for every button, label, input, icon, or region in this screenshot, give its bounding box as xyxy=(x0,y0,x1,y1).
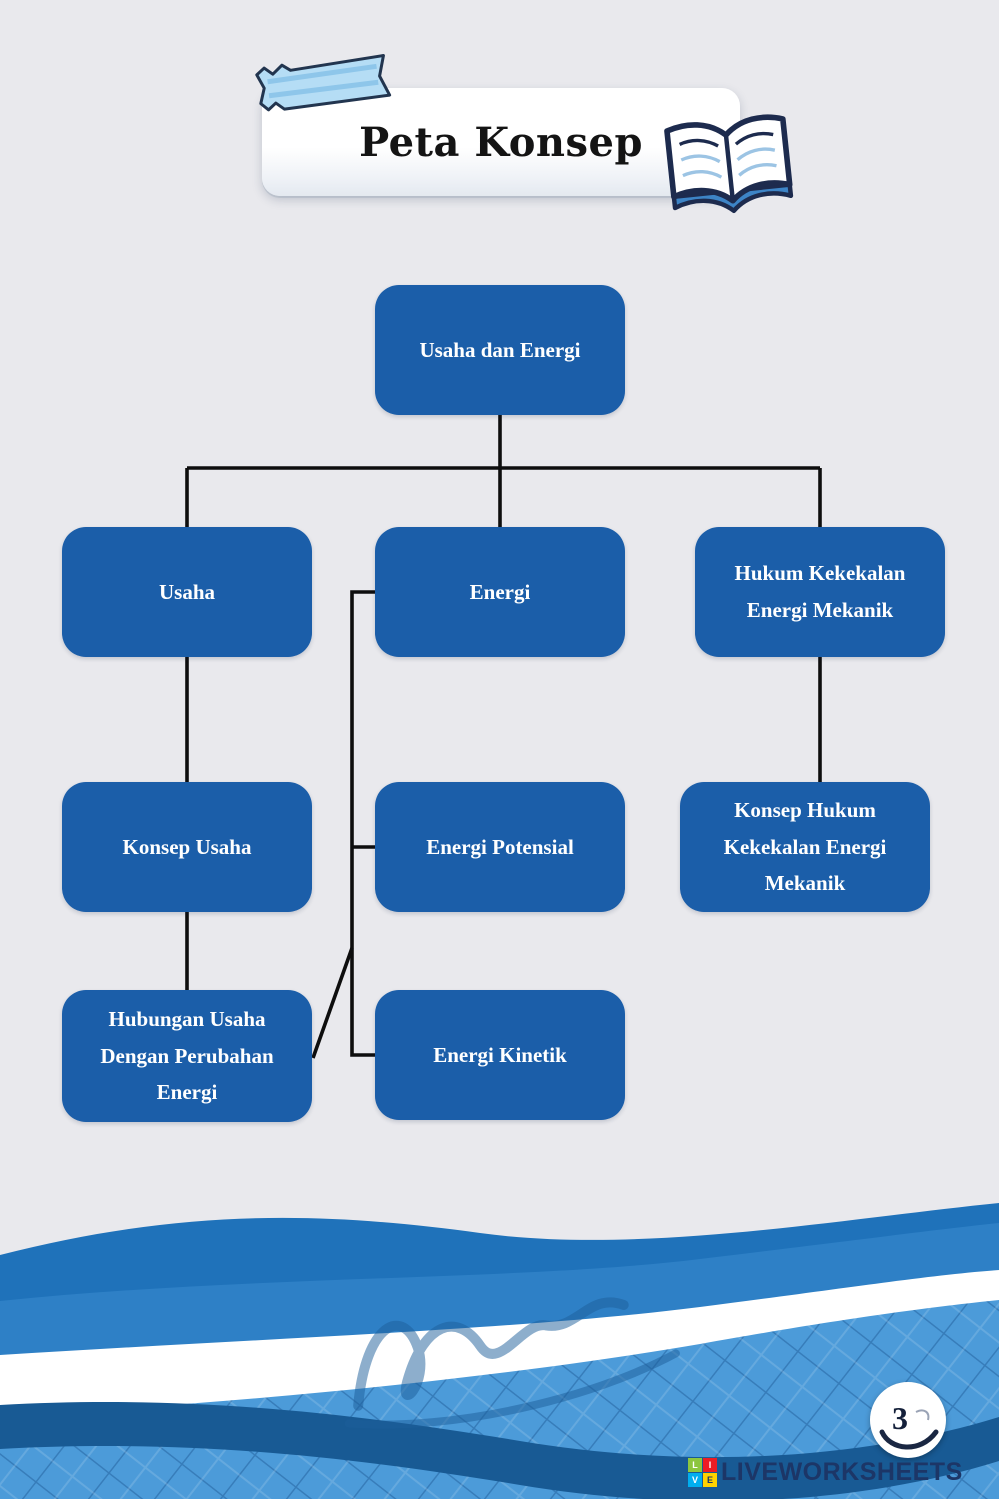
page-number: 3 xyxy=(892,1400,908,1436)
logo-square-l: L xyxy=(688,1458,702,1472)
logo-square-i: I xyxy=(703,1458,717,1472)
open-book-icon xyxy=(653,101,806,227)
liveworksheets-logo: L I V E LIVEWORKSHEETS xyxy=(688,1458,963,1487)
node-hukum-kekekalan: Hukum Kekekalan Energi Mekanik xyxy=(695,527,945,657)
logo-square-e: E xyxy=(703,1473,717,1487)
page-number-badge: 3 xyxy=(870,1382,946,1458)
node-energi-potensial: Energi Potensial xyxy=(375,782,625,912)
footer-wave-decoration xyxy=(0,1189,999,1499)
badge-arc-icon xyxy=(879,1409,939,1450)
title-banner: Peta Konsep xyxy=(262,88,740,196)
logo-square-v: V xyxy=(688,1473,702,1487)
page-title: Peta Konsep xyxy=(359,118,643,166)
node-konsep-hukum-kekekalan: Konsep Hukum Kekekalan Energi Mekanik xyxy=(680,782,930,912)
node-energi: Energi xyxy=(375,527,625,657)
brand-text: LIVEWORKSHEETS xyxy=(721,1458,963,1486)
node-usaha: Usaha xyxy=(62,527,312,657)
tape-icon xyxy=(250,51,396,116)
node-energi-kinetik: Energi Kinetik xyxy=(375,990,625,1120)
node-konsep-usaha: Konsep Usaha xyxy=(62,782,312,912)
liveworksheets-logo-icon: L I V E xyxy=(688,1458,717,1487)
node-hubungan-usaha: Hubungan Usaha Dengan Perubahan Energi xyxy=(62,990,312,1122)
node-usaha-dan-energi: Usaha dan Energi xyxy=(375,285,625,415)
